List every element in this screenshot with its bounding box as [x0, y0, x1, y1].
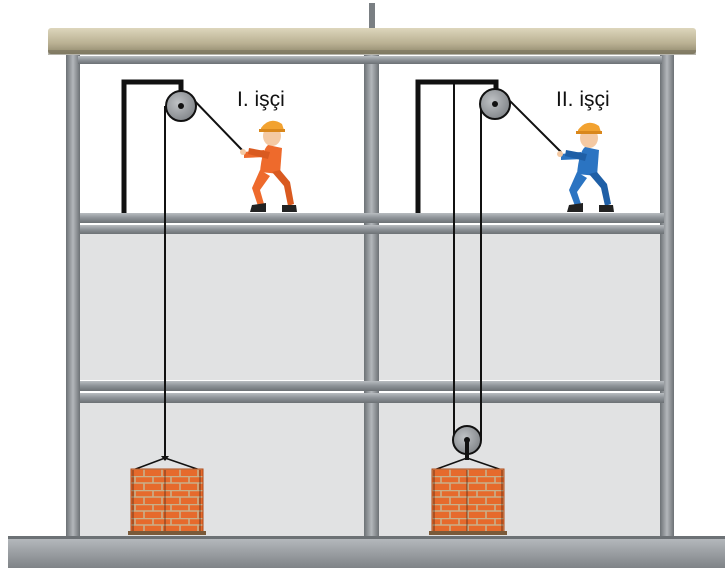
columns: [66, 55, 674, 540]
worker-pulling-icon: [557, 122, 614, 212]
pulley-icon: [479, 88, 511, 120]
movable-pulley-icon: [452, 425, 482, 460]
floor-beam-upper: [80, 213, 664, 234]
ground: [8, 536, 725, 568]
floor-beam-middle: [80, 381, 664, 403]
right-pull-rope: [502, 93, 562, 153]
brick-pallet-icon: [128, 456, 206, 535]
worker-2-label: II. işçi: [556, 88, 610, 111]
left-pull-rope: [187, 93, 244, 152]
worker-pulling-icon: [240, 120, 297, 212]
roof-beam: [48, 28, 696, 64]
left-pulley-frame: [121, 79, 184, 213]
worker-1-label: I. işçi: [237, 88, 285, 111]
pulley-icon: [165, 90, 197, 122]
brick-pallet-icon: [429, 457, 507, 535]
wall-panels: [80, 234, 660, 538]
roof-hanger: [369, 3, 375, 30]
